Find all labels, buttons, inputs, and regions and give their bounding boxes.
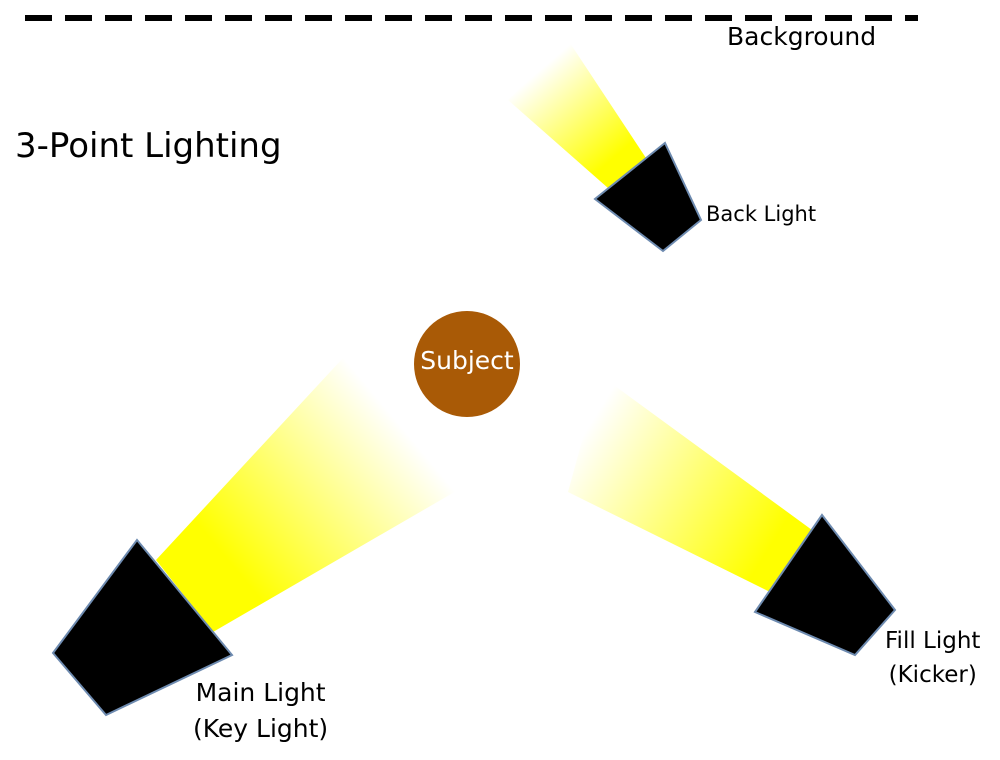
fill-light-label-line2: (Kicker) xyxy=(888,662,977,688)
subject-label: Subject xyxy=(420,346,514,375)
fill-light-icon xyxy=(753,513,897,657)
subject-circle xyxy=(414,311,520,417)
main-light-label: Main Light (Key Light) xyxy=(193,675,328,747)
main-light-beam xyxy=(156,358,458,632)
fill-light-label: Fill Light (Kicker) xyxy=(885,624,980,692)
back-light-label: Back Light xyxy=(706,202,817,226)
fill-light-beam xyxy=(568,375,812,592)
main-light-icon xyxy=(51,538,234,717)
diagram-title: 3-Point Lighting xyxy=(15,126,282,166)
main-light-label-line2: (Key Light) xyxy=(193,714,329,743)
background-label: Background xyxy=(727,22,877,51)
fill-light-label-line1: Fill Light xyxy=(885,628,981,654)
back-light-beam xyxy=(508,40,646,188)
back-light-icon xyxy=(593,141,703,253)
main-light-label-line1: Main Light xyxy=(195,678,326,707)
